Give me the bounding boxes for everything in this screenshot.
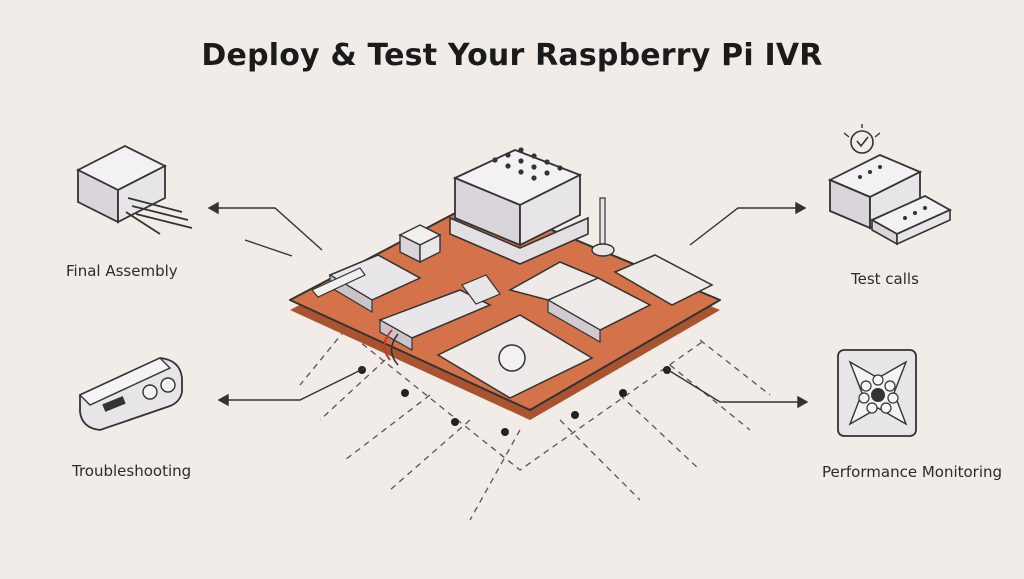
raspberry-pi-board [289,147,721,420]
control-panel-icon [78,357,183,431]
step-label-performance-monitoring: Performance Monitoring [822,463,1003,481]
phone-module-icon [827,124,952,246]
page-title: Deploy & Test Your Raspberry Pi IVR [201,38,823,73]
connectors [207,201,809,409]
power-icon [498,344,526,372]
step-label-troubleshooting: Troubleshooting [72,462,192,480]
arrow-right-bottom-icon [797,395,809,409]
step-label-final-assembly: Final Assembly [66,262,178,280]
arrow-left-bottom-icon [217,393,229,407]
fan-icon [837,349,917,437]
server-stack-icon [449,147,589,265]
step-label-test-calls: Test calls [851,270,919,288]
adapter-icon [76,144,193,235]
network-lines [299,329,771,521]
arrow-right-top-icon [795,201,807,215]
arrow-left-top-icon [207,201,219,215]
